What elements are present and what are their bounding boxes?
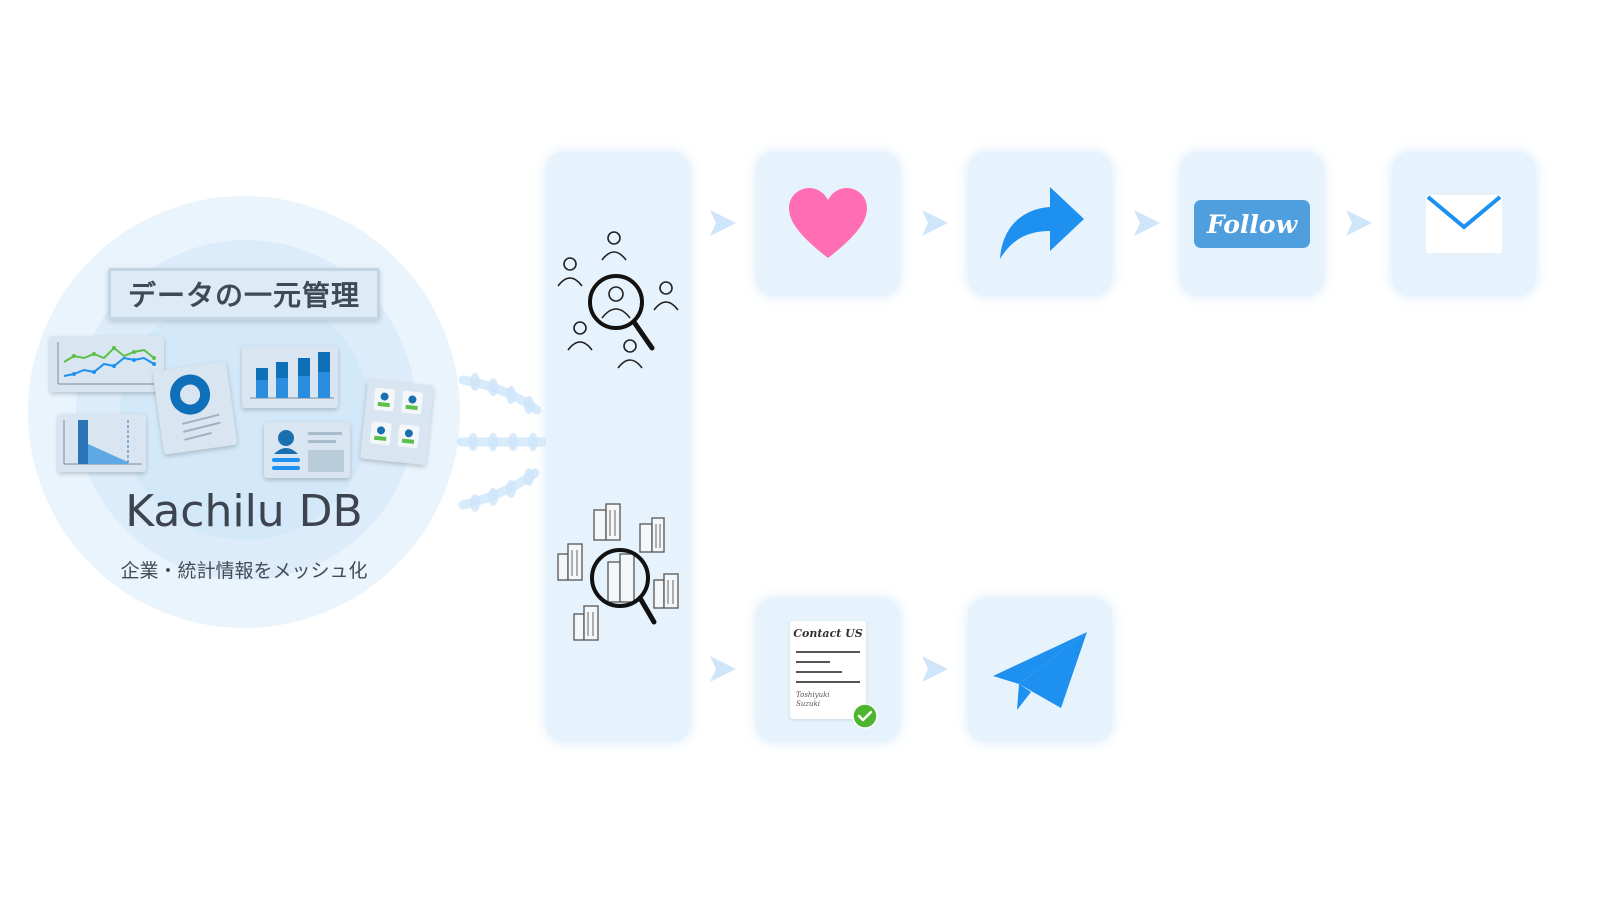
flow-arrow: [922, 210, 948, 236]
data-flow-particles: [456, 373, 548, 512]
contact-form-title: Contact US: [793, 627, 863, 640]
heart-icon: [789, 188, 867, 258]
profile-card: [264, 422, 350, 478]
mail-icon: [1426, 195, 1502, 253]
flow-arrow: [1134, 210, 1160, 236]
database-banner: データの一元管理: [108, 268, 380, 320]
database-subtitle: 企業・統計情報をメッシュ化: [120, 560, 368, 582]
share-tile: [968, 152, 1112, 296]
signature: Toshiyuki Suzuki: [796, 691, 830, 708]
line-chart-card: [50, 336, 164, 392]
flow-arrow: [710, 210, 736, 236]
database-title: Kachilu DB: [125, 486, 363, 537]
flow-arrow: [710, 656, 736, 682]
donut-report-card: [152, 361, 238, 455]
area-chart-card: [58, 414, 146, 472]
flow-arrow: [1346, 210, 1372, 236]
flow-arrow: [922, 656, 948, 682]
contact-form-tile: Contact US Toshiyuki Suzuki: [756, 598, 900, 742]
people-search-icon: [557, 231, 679, 369]
paper-plane-icon: [993, 632, 1087, 710]
share-icon: [1000, 187, 1084, 259]
check-icon: [852, 703, 878, 729]
follow-tile: Follow: [1180, 152, 1324, 296]
follow-button[interactable]: Follow: [1194, 200, 1310, 248]
people-grid-card: [359, 378, 435, 466]
bar-chart-card: [242, 346, 338, 408]
send-tile: [968, 598, 1112, 742]
contact-form-document: Contact US Toshiyuki Suzuki: [790, 621, 878, 729]
buildings-search-icon: [557, 503, 679, 641]
mail-tile: [1392, 152, 1536, 296]
search-column: [546, 152, 690, 742]
like-tile: [756, 152, 900, 296]
